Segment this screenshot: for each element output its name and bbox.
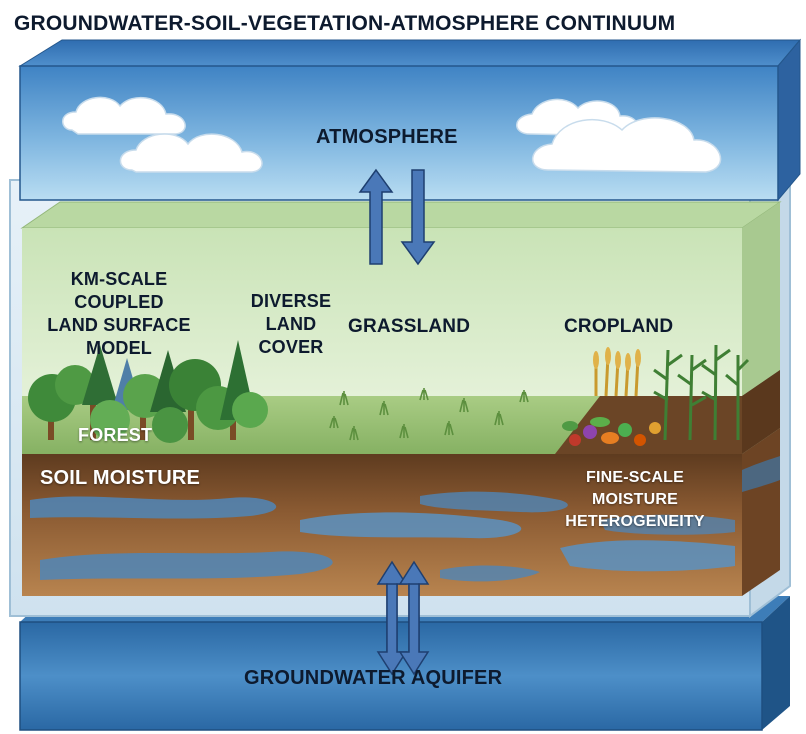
vegetation-block-top: [20, 201, 782, 229]
soil-moisture-label: SOIL MOISTURE: [40, 467, 201, 489]
model-label-line: LAND SURFACE: [47, 315, 191, 335]
diverse-land-cover-label: DIVERSE LAND COVER: [236, 290, 346, 359]
double-arrow-icon: [358, 168, 436, 266]
cloud-icon: [62, 96, 722, 173]
forest-label: FOREST: [78, 425, 153, 445]
diverse-label-line: DIVERSE: [250, 291, 332, 311]
diverse-label-line: COVER: [258, 337, 324, 357]
grass-icon: [329, 388, 529, 441]
crop-icon: [562, 344, 750, 446]
page-title: GROUNDWATER-SOIL-VEGETATION-ATMOSPHERE C…: [14, 12, 676, 35]
heterogeneity-label-line: HETEROGENEITY: [565, 513, 705, 530]
model-label-line: COUPLED: [74, 292, 164, 312]
double-arrow-icon: [376, 560, 430, 676]
model-label: KM-SCALE COUPLED LAND SURFACE MODEL: [30, 268, 208, 360]
groundwater-label: GROUNDWATER AQUIFER: [244, 667, 503, 689]
heterogeneity-label-line: MOISTURE: [591, 491, 679, 508]
atmosphere-label: ATMOSPHERE: [316, 126, 458, 148]
grassland-label: GRASSLAND: [348, 316, 471, 337]
cropland-label: CROPLAND: [564, 316, 674, 337]
heterogeneity-label: FINE-SCALE MOISTURE HETEROGENEITY: [540, 467, 730, 533]
model-label-line: KM-SCALE: [70, 269, 168, 289]
model-label-line: MODEL: [86, 338, 152, 358]
forest-trees: [28, 340, 268, 443]
vegetation-zone-side: [742, 202, 780, 396]
soil-layer: [22, 428, 780, 596]
heterogeneity-label-line: FINE-SCALE: [586, 469, 684, 486]
diverse-label-line: LAND: [265, 314, 317, 334]
